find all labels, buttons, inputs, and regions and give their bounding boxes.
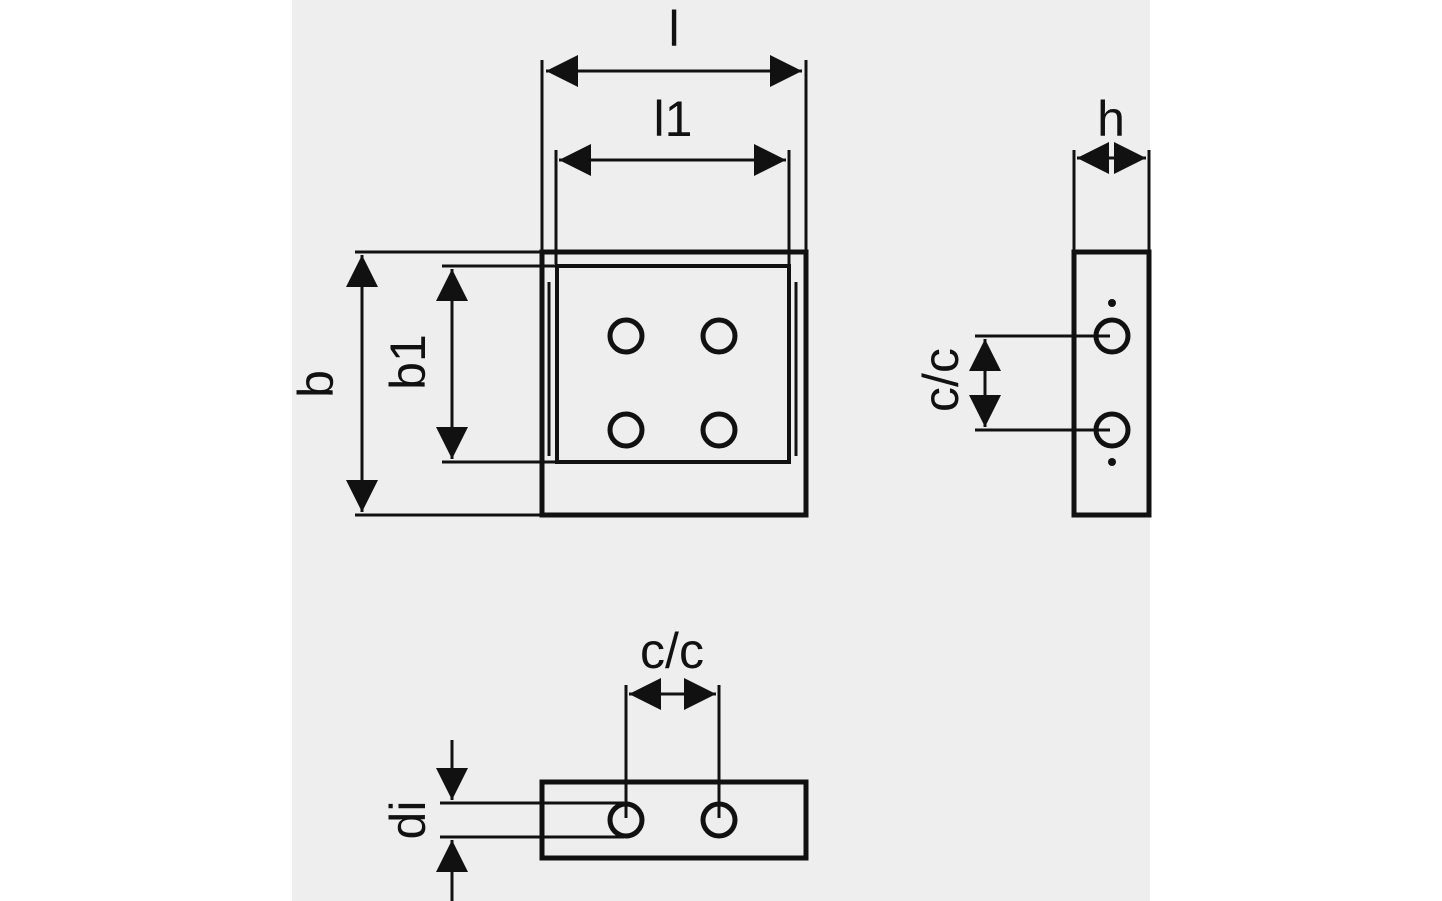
- label-l1: l1: [654, 91, 693, 147]
- dimension-cc-bottom: [624, 678, 721, 818]
- dimension-l1: [554, 144, 791, 264]
- dimension-b: [346, 250, 540, 517]
- front-outer-plate: [539, 249, 809, 518]
- bottom-plate: [539, 779, 809, 861]
- label-h: h: [1097, 91, 1125, 147]
- label-l: l: [668, 1, 679, 57]
- front-view: [539, 249, 809, 518]
- dimension-l: [540, 55, 808, 250]
- front-inner-plate: [555, 264, 791, 464]
- front-hole: [700, 317, 738, 355]
- drawing-sheet: [292, 0, 1150, 901]
- front-hole: [607, 317, 645, 355]
- dimension-h: [1072, 142, 1151, 250]
- label-b1: b1: [380, 334, 436, 390]
- label-cc-bottom: c/c: [640, 623, 704, 679]
- dimension-di: [436, 740, 624, 901]
- dimension-b1: [436, 264, 555, 464]
- label-b: b: [288, 370, 344, 398]
- side-mark-dot: [1108, 458, 1116, 466]
- side-mark-dot: [1108, 299, 1116, 307]
- label-cc-side: c/c: [913, 348, 969, 412]
- front-hole: [607, 411, 645, 449]
- dimension-cc-side: [969, 334, 1110, 432]
- label-di: di: [380, 801, 436, 840]
- front-hole: [700, 411, 738, 449]
- side-plate: [1071, 249, 1152, 518]
